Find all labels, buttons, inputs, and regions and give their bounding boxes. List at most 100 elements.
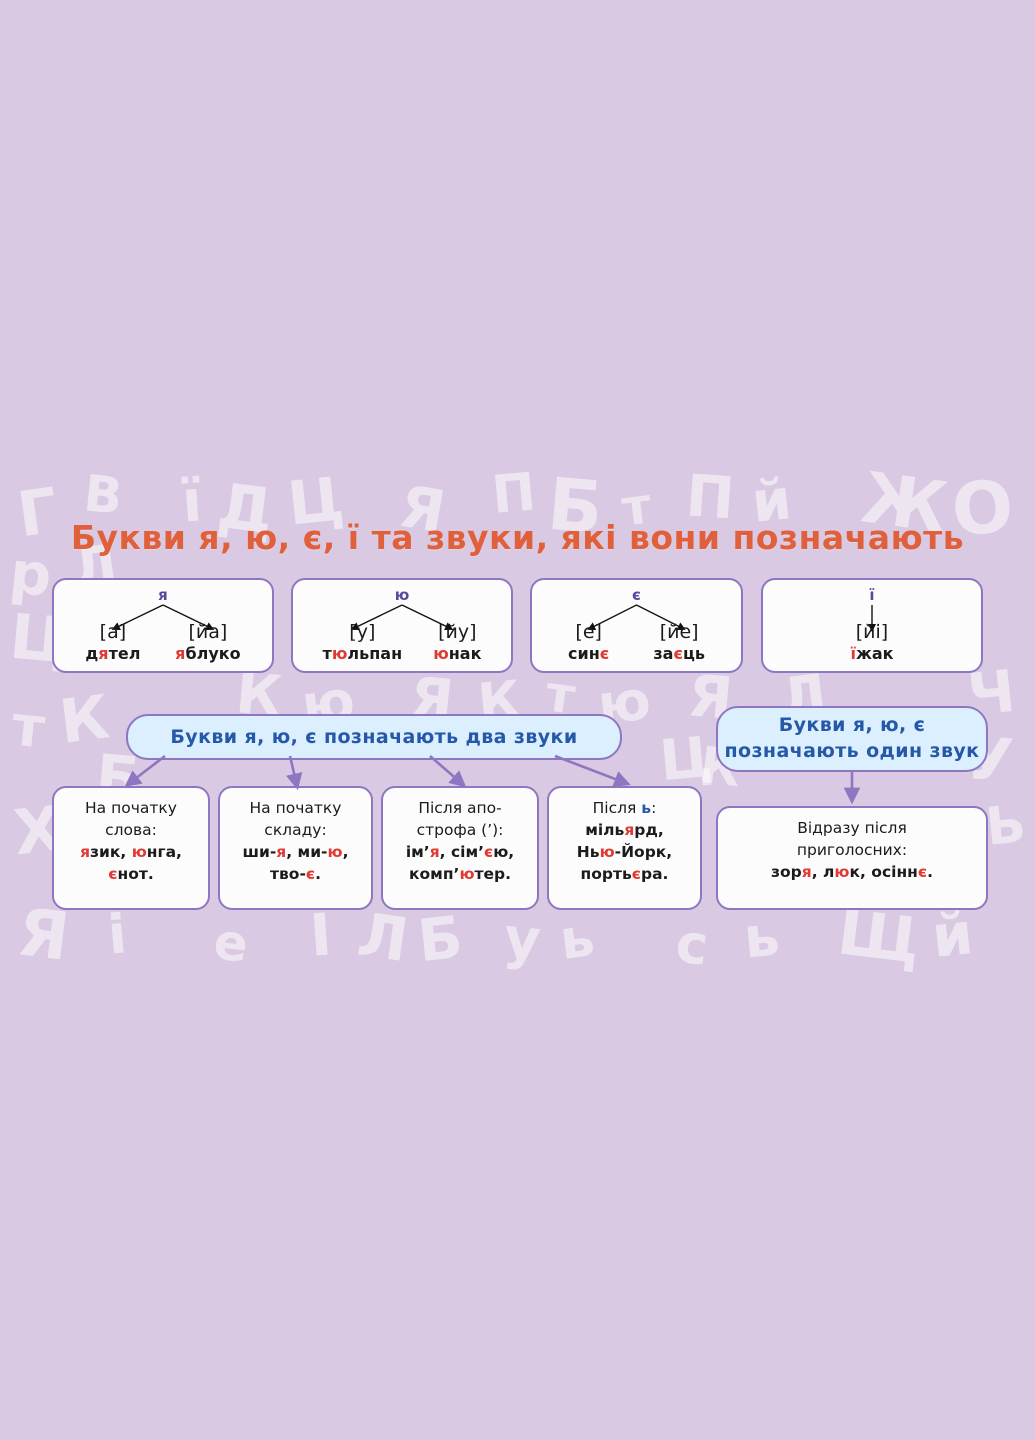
word-suffix: блуко	[185, 644, 241, 663]
word-suffix: ,	[811, 863, 818, 881]
rule-line-1: На початку	[85, 799, 177, 817]
rule-line-2: слова:	[105, 821, 157, 839]
banner-two-sounds-label: Букви я, ю, є позначають два звуки	[170, 726, 578, 748]
example-word: зоря,	[771, 863, 818, 881]
example-word: тюльпан	[323, 644, 403, 663]
word-highlight-letter: є	[631, 865, 641, 883]
example-word: люк,	[823, 863, 866, 881]
word-suffix: к,	[849, 863, 866, 881]
rule-examples: ши-я, ми-ю,	[228, 841, 363, 863]
word-prefix: ши-	[242, 843, 277, 861]
sound-branch: [йу]юнак	[433, 622, 481, 664]
word-highlight-letter: ї	[850, 644, 856, 663]
example-word: сім’єю,	[451, 843, 514, 861]
word-prefix: осінн	[871, 863, 918, 881]
letter-card-heading: ю	[394, 586, 410, 604]
word-prefix: ми-	[297, 843, 328, 861]
letter-card-arrows	[763, 602, 981, 636]
word-suffix: ,	[342, 843, 349, 861]
word-prefix: порть	[580, 865, 632, 883]
word-highlight-letter: я	[98, 644, 109, 663]
example-word: юнга,	[132, 843, 182, 861]
example-word-row: дятел	[85, 644, 140, 664]
word-suffix: ць	[682, 644, 705, 663]
example-word-row: синє	[568, 644, 609, 664]
word-suffix: ,	[286, 843, 293, 861]
banner-two-sounds: Букви я, ю, є позначають два звуки	[126, 714, 622, 760]
example-word: комп’ютер.	[409, 865, 511, 883]
word-prefix: сім’	[450, 843, 484, 861]
rule-line-1: На початку	[249, 799, 342, 817]
rule-line-1-tail: :	[651, 799, 657, 817]
banner-one-sound-line2: позначають один звук	[724, 740, 980, 762]
word-suffix: .	[927, 863, 933, 881]
word-highlight-letter: ю	[834, 863, 850, 881]
word-suffix: зик,	[90, 843, 127, 861]
example-word: Нью-Йорк,	[577, 843, 672, 861]
word-highlight-letter: я	[80, 843, 91, 861]
phonetic-transcription: [йе]	[659, 621, 699, 644]
rule-line-1: Після ь:	[592, 799, 657, 817]
word-highlight-letter: ю	[327, 843, 343, 861]
rule-card-2: На початку складу: ши-я, ми-ю, тво-є.	[218, 786, 373, 910]
word-highlight-letter: я	[175, 644, 186, 663]
word-highlight-letter: є	[673, 644, 683, 663]
rule-examples: портьєра.	[557, 863, 692, 885]
page-title: Букви я, ю, є, ї та звуки, які вони позн…	[70, 518, 965, 557]
letter-card-є: є[е]синє[йе]заєць	[530, 578, 743, 673]
sound-branch: [йе]заєць	[653, 621, 705, 664]
banner-one-sound: Букви я, ю, є позначають один звук	[716, 706, 988, 772]
rule-card-3: Після апо-строфа (’): ім’я, сім’єю, комп’ю…	[381, 786, 539, 910]
sound-branch: [йа]яблуко	[175, 622, 240, 664]
word-highlight-letter: є	[108, 865, 118, 883]
word-prefix: комп’	[409, 865, 460, 883]
word-prefix: син	[568, 644, 600, 663]
rule-line-1: Після апо-	[418, 799, 502, 817]
letter-card-heading: я	[158, 586, 168, 604]
word-suffix: льпан	[347, 644, 403, 663]
example-word-row: юнак	[433, 644, 481, 664]
word-highlight-letter: ю	[433, 644, 449, 663]
sound-branch: [у]тюльпан	[323, 622, 403, 664]
sound-branch: [а]дятел	[85, 622, 140, 664]
word-prefix: л	[823, 863, 835, 881]
letter-card-branches: [е]синє[йе]заєць	[532, 621, 741, 664]
rule-line-2: строфа (’):	[416, 821, 504, 839]
word-prefix: Нь	[576, 843, 600, 861]
rule-examples: єнот.	[62, 863, 200, 885]
word-highlight-letter: ю	[459, 865, 475, 883]
rule-examples: комп’ютер.	[391, 863, 529, 885]
word-highlight-letter: я	[429, 843, 440, 861]
example-word: портьєра.	[581, 865, 669, 883]
word-prefix: ім’	[405, 843, 430, 861]
word-highlight-letter: ю	[131, 843, 147, 861]
example-word: мільярд,	[585, 821, 664, 839]
letter-card-heading: ї	[869, 586, 875, 604]
rule-examples: тво-є.	[228, 863, 363, 885]
rule-card-4: Після ь: мільярд, Нью-Йорк, портьєра.	[547, 786, 702, 910]
word-highlight-letter: ю	[331, 644, 348, 663]
rule-examples: мільярд,	[557, 819, 692, 841]
example-word-row: яблуко	[175, 644, 240, 664]
rule-line-2: складу:	[264, 821, 327, 839]
example-word: дятел	[85, 644, 140, 663]
rule-examples: зоря, люк, осіннє.	[726, 861, 978, 883]
word-highlight-letter: я	[276, 843, 287, 861]
example-word: тво-є.	[270, 865, 321, 883]
word-prefix: тво-	[270, 865, 306, 883]
word-suffix: тер.	[474, 865, 511, 883]
word-highlight-letter: є	[305, 865, 316, 883]
word-highlight-letter: є	[599, 644, 610, 663]
example-word: їжак	[850, 644, 893, 663]
word-prefix: міль	[585, 821, 625, 839]
word-suffix: .	[315, 865, 321, 883]
rule-card-1: На початку слова: язик, юнга, єнот.	[52, 786, 210, 910]
banner-one-sound-label: Букви я, ю, є позначають один звук	[725, 713, 980, 764]
example-word: синє	[568, 644, 609, 663]
example-word: ім’я,	[406, 843, 446, 861]
word-suffix: ра.	[641, 865, 669, 883]
word-suffix: тел	[108, 644, 141, 663]
example-word: заєць	[653, 644, 705, 663]
